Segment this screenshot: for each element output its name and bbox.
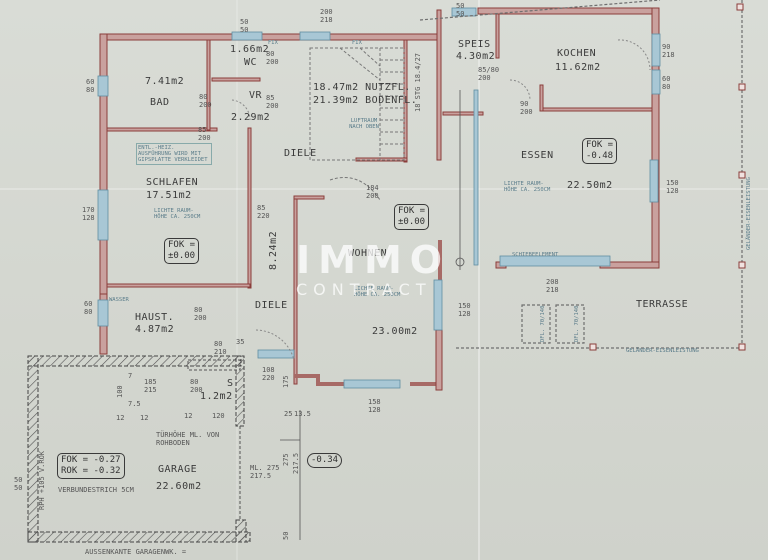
- dim-essen-window: 150 128: [666, 179, 679, 195]
- note-verbundestrich: VERBUNDESTRICH 5CM: [58, 486, 134, 494]
- dim-wohnen-window: 150 128: [458, 302, 471, 318]
- dim-top-wc: 50 50: [240, 18, 249, 34]
- room-garage-name: GARAGE: [158, 464, 198, 475]
- dim-s-door-inner: 80 200: [190, 378, 203, 394]
- note-lichte-raum-wohnen: LICHTE RAUM-HÖHE CA. 250CM: [354, 286, 401, 298]
- room-schlafen-name: SCHLAFEN: [146, 177, 199, 188]
- room-wohnen-area: 23.00m2: [372, 326, 418, 337]
- note-rph: RPH +105 V.ROK: [38, 450, 46, 510]
- dim-terrasse-door: 208 218: [546, 278, 559, 294]
- dim-12-b: 12: [140, 414, 149, 422]
- room-speis-name: SPEIS: [458, 39, 491, 50]
- dim-vr-small: 85 200: [198, 126, 211, 142]
- note-dfl-1: DFL. 70/140: [540, 305, 546, 342]
- dim-wohnen-door: 184 200: [366, 184, 379, 200]
- dim-12-c: 12: [184, 412, 193, 420]
- room-diele-name: DIELE: [255, 300, 288, 311]
- dim-schlafen-window: 170 128: [82, 206, 95, 222]
- room-s-area: 1.2m2: [200, 391, 233, 402]
- dim-bad-door: 80 200: [199, 93, 212, 109]
- note-lichte-raum-schlafen: LICHTE RAUM-HÖHE CA. 250CM: [154, 208, 201, 220]
- dim-185: 185 215: [144, 378, 157, 394]
- dim-entry: 108 220: [262, 366, 275, 382]
- note-aussenkante: AUSSENKANTE GARAGENWK. =: [85, 548, 187, 556]
- stair-bodenfl: 21.39m2 BODENFL.: [313, 95, 418, 106]
- dim-35: 35: [236, 338, 245, 346]
- room-essen-area: 22.50m2: [567, 180, 613, 191]
- note-schiebeelement: SCHIEBEELEMENT: [512, 252, 559, 258]
- room-haust-area: 4.87m2: [135, 324, 175, 335]
- level-essen: FOK = -0.48: [582, 138, 618, 164]
- dim-275: 275: [282, 453, 290, 466]
- room-s-name: S: [227, 378, 234, 389]
- paper-fold: [478, 0, 480, 560]
- dim-kochen-window-1: 90 218: [662, 43, 675, 59]
- watermark-bottom: CONTRACT: [296, 280, 432, 299]
- dim-left-bad: 60 80: [86, 78, 95, 94]
- dim-haust-window: 60 80: [84, 300, 93, 316]
- dim-stair-top: 200 218: [320, 8, 333, 24]
- level-wohnen: FOK = ±0.00: [394, 204, 430, 230]
- dim-garage-left: 50 50: [14, 476, 23, 492]
- note-turhoehe: TÜRHÖHE ML. VON ROHBODEN: [156, 431, 220, 447]
- room-bad-name: BAD: [150, 97, 170, 108]
- dim-diele-door: 85 220: [257, 204, 270, 220]
- note-fix-1: FIX: [268, 40, 278, 46]
- dim-100: 100: [116, 385, 124, 398]
- dim-vr-door: 85 200: [266, 94, 279, 110]
- room-kochen-area: 11.62m2: [555, 62, 601, 73]
- dim-7: 7: [128, 372, 133, 380]
- dim-speis-top: 50 50: [456, 2, 465, 18]
- dim-haust-door: 80 200: [194, 306, 207, 322]
- paper-fold: [0, 188, 768, 190]
- dim-13-5: 13.5: [294, 410, 311, 418]
- level-garage: FOK = -0.27 ROK = -0.32: [57, 453, 125, 479]
- dim-kochen-door: 90 200: [520, 100, 533, 116]
- note-gelaender-right: GELÄNDER-EISENLEISTUNG: [746, 177, 752, 250]
- level-outside: -0.34: [307, 453, 343, 468]
- note-dfl-2: DFL. 70/140: [574, 305, 580, 342]
- room-vr-name: VR: [249, 90, 263, 101]
- dim-7-5: 7.5: [128, 400, 141, 408]
- dim-wc-door: 80 200: [266, 50, 279, 66]
- dim-120: 120: [212, 412, 225, 420]
- note-wasser: WASSER: [109, 297, 129, 303]
- dim-kochen-window-2: 60 80: [662, 75, 671, 91]
- room-kochen-name: KOCHEN: [557, 48, 597, 59]
- dim-12-a: 12: [116, 414, 125, 422]
- room-wc-name: WC: [244, 57, 258, 68]
- stair-nutzfl: 18.47m2 NUTZFL.: [313, 82, 411, 93]
- stair-steps: 18 STG 18.4/27: [414, 52, 422, 112]
- dim-25: 25: [284, 410, 293, 418]
- room-haust-name: HAUST.: [135, 312, 175, 323]
- room-wohnen-name: WOHNEN: [348, 248, 388, 259]
- dim-speis-door: 85/80 200: [478, 66, 500, 82]
- room-diele-upper-name: DIELE: [284, 148, 317, 159]
- room-speis-area: 4.30m2: [456, 51, 496, 62]
- room-vr-area: 2.29m2: [231, 112, 271, 123]
- dim-s-door: 80 210: [214, 340, 227, 356]
- dim-217-5: 217.5: [292, 452, 300, 474]
- room-garage-area: 22.60m2: [156, 481, 202, 492]
- dim-175: 175: [282, 375, 290, 388]
- note-bad: ENTL.-HEIZ. AUSFÜHRUNG WIRD MIT GIPSPLAT…: [136, 143, 212, 165]
- note-fix-2: FIX: [352, 40, 362, 46]
- paper-fold: [236, 0, 238, 560]
- note-gelaender-bottom: GELÄNDER-EISENLEISTUNG: [626, 348, 699, 354]
- room-diele-area: 8.24m2: [268, 230, 279, 270]
- note-lichte-raum-essen: LICHTE RAUM-HÖHE CA. 250CM: [504, 181, 551, 193]
- stair-luftraum: LUFTRAUM NACH OBEN: [349, 118, 379, 130]
- dim-50: 50: [282, 531, 290, 540]
- dim-ml: ML. 275 217.5: [250, 464, 280, 480]
- room-terrasse-name: TERRASSE: [636, 299, 689, 310]
- watermark-logo: IMMO CONTRACT: [296, 240, 476, 320]
- dim-wohnen-bottom: 158 128: [368, 398, 381, 414]
- room-essen-name: ESSEN: [521, 150, 554, 161]
- room-bad-area: 7.41m2: [145, 76, 185, 87]
- room-schlafen-area: 17.51m2: [146, 190, 192, 201]
- watermark-top: IMMO: [296, 238, 451, 282]
- room-wc-area: 1.66m2: [230, 44, 270, 55]
- level-schlafen: FOK = ±0.00: [164, 238, 200, 264]
